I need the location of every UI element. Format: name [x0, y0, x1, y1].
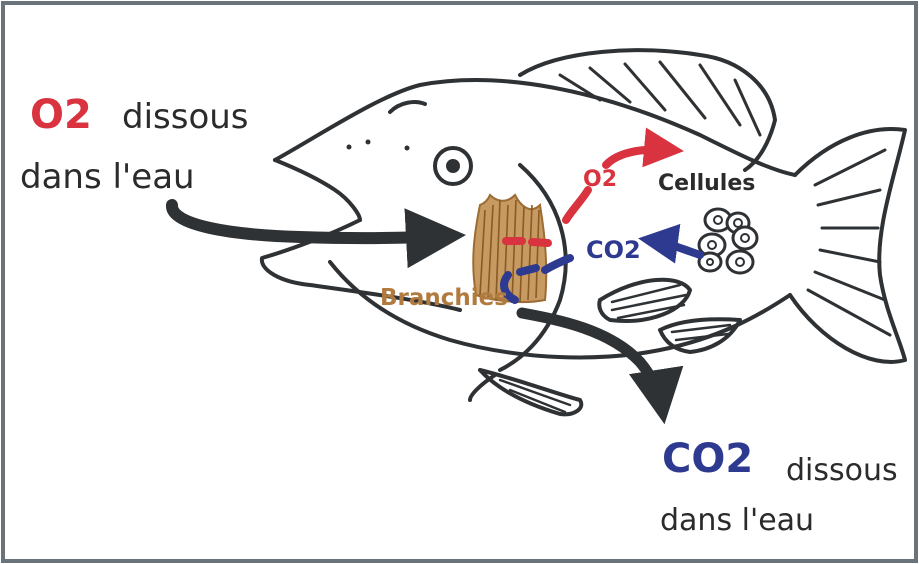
- frame-border: [3, 3, 916, 561]
- fish-eye: [435, 148, 471, 184]
- co2-formula-large: CO2: [662, 436, 753, 482]
- o2-dissolved-line1: dissous: [122, 97, 249, 137]
- co2-dissolved-line1: dissous: [786, 453, 898, 488]
- cellules-label: Cellules: [658, 171, 755, 196]
- co2-dissolved-line2: dans l'eau: [660, 503, 814, 538]
- o2-dissolved-line2: dans l'eau: [20, 157, 195, 197]
- branchies-label: Branchies: [380, 285, 508, 311]
- o2-small-label: O2: [583, 167, 617, 192]
- co2-small-label: CO2: [586, 236, 641, 264]
- o2-formula-large: O2: [30, 92, 92, 138]
